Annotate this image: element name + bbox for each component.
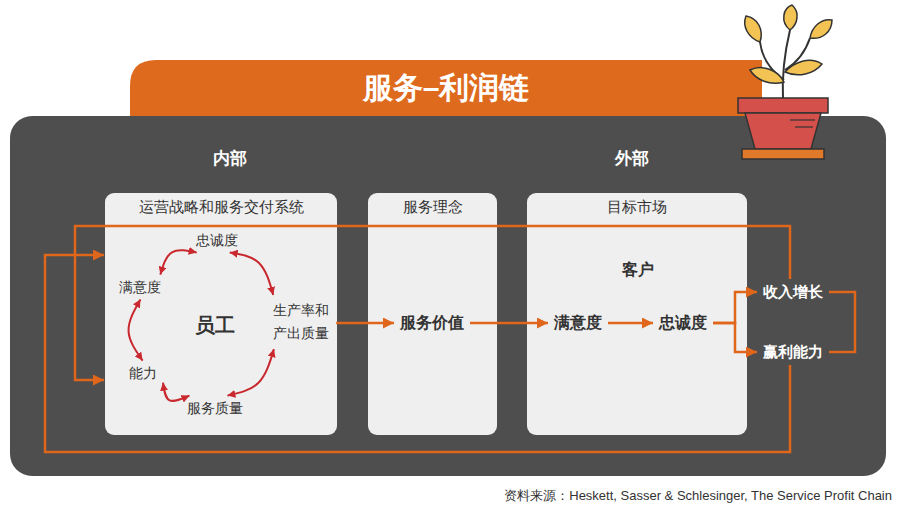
cycle-label: 服务质量	[184, 399, 246, 418]
node-text: 忠诚度	[659, 313, 707, 332]
box-heading: 运营战略和服务交付系统	[105, 193, 337, 216]
dark-panel	[10, 116, 886, 476]
cycle-label: 能力	[126, 364, 160, 383]
node-text: 满意度	[554, 313, 602, 332]
customer-stage: 忠诚度	[656, 312, 710, 333]
flow-connector	[608, 322, 653, 325]
flow-connector	[713, 323, 757, 352]
node-text: 能力	[129, 365, 157, 382]
node-text: 满意度	[119, 279, 161, 296]
region-label: 外部	[615, 149, 649, 168]
flow-connector	[336, 322, 394, 325]
cycle-arrow	[163, 383, 189, 401]
node-text: 服务价值	[400, 313, 464, 332]
cycle-arrow	[160, 250, 196, 274]
system-box: 运营战略和服务交付系统忠诚度满意度员工 生产率和 产出质量能力服务质量	[105, 193, 337, 435]
customer-label: 客户	[619, 259, 657, 280]
node-text: 收入增长	[763, 283, 823, 301]
cycle-arrow	[129, 299, 143, 360]
source-caption: 资料来源：Heskett, Sasser & Schlesinger, The …	[504, 488, 892, 503]
node-text: 忠诚度	[196, 232, 238, 249]
flow-connector	[713, 292, 757, 323]
center-label: 员工	[192, 312, 238, 338]
cycle-arrow	[227, 349, 274, 396]
title-holder: 服务–利润链	[130, 60, 762, 116]
cycle-label: 忠诚度	[193, 231, 241, 250]
region-label: 内部	[213, 149, 247, 168]
box-heading: 目标市场	[527, 193, 747, 216]
cycle-arrow	[230, 252, 274, 295]
node-text: 生产率和 产出质量	[272, 299, 330, 345]
cycle-label: 满意度	[116, 278, 164, 297]
cycle-label: 生产率和 产出质量	[269, 298, 333, 346]
node-text: 客户	[622, 260, 654, 279]
region-label-holder: 内部	[213, 147, 247, 170]
plant-illustration	[738, 5, 832, 159]
value-label: 服务价值	[397, 312, 467, 333]
flow-connector	[75, 226, 790, 380]
region-label-holder: 外部	[615, 147, 649, 170]
node-text: 服务质量	[187, 400, 243, 417]
outcome-label: 赢利能力	[760, 342, 826, 362]
node-text: 赢利能力	[763, 343, 823, 361]
flow-connector	[470, 322, 548, 325]
title-tab	[130, 60, 762, 118]
box-heading: 服务理念	[368, 193, 497, 216]
node-text: 员工	[195, 313, 235, 337]
concept-box: 服务理念服务价值	[368, 193, 497, 435]
customer-stage: 满意度	[551, 312, 605, 333]
caption-holder: 资料来源：Heskett, Sasser & Schlesinger, The …	[504, 486, 892, 505]
outcome-label: 收入增长	[760, 282, 826, 302]
flow-connector	[45, 255, 790, 452]
title-text: 服务–利润链	[363, 68, 530, 109]
market-box: 目标市场客户满意度 忠诚度	[527, 193, 747, 435]
flow-connector	[829, 292, 855, 352]
